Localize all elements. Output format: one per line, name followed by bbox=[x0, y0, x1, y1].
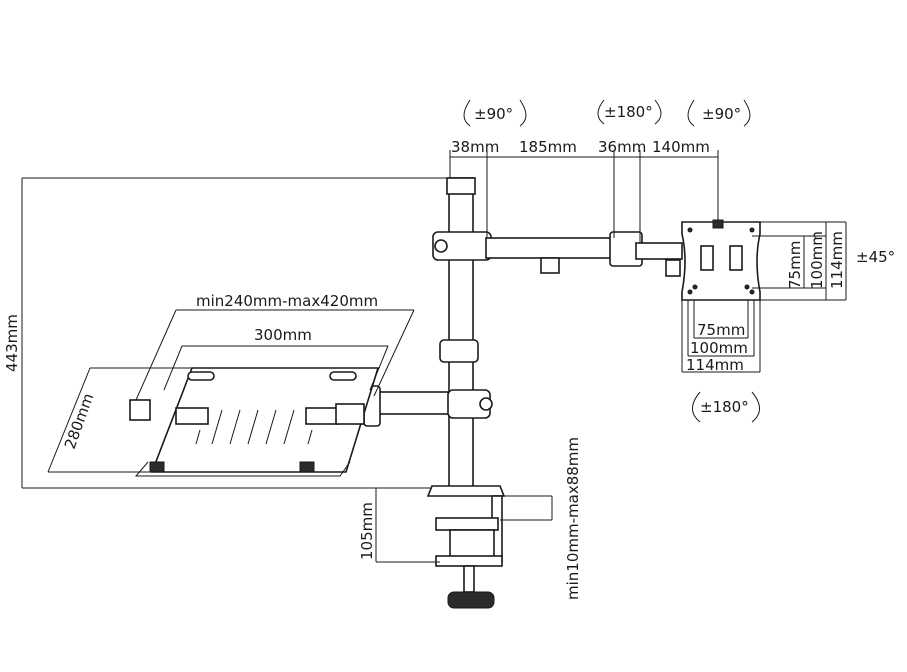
vesa-h-100: 100mm bbox=[690, 339, 748, 357]
rotation-arrow-icon bbox=[463, 99, 751, 127]
rotation-middle: ±180° bbox=[604, 103, 653, 121]
vesa-dimension-lines bbox=[681, 221, 847, 373]
rotation-arrow-icon bbox=[692, 391, 760, 423]
monitor-arm bbox=[432, 231, 683, 277]
height-dimension bbox=[21, 177, 450, 489]
clamp-height: 105mm bbox=[358, 502, 376, 560]
vesa-plate bbox=[681, 219, 761, 301]
desk-thickness-range: min10mm-max88mm bbox=[564, 437, 582, 600]
dim-38mm: 38mm bbox=[451, 138, 499, 156]
laptop-tray bbox=[129, 367, 380, 477]
plate-rotation-label: ±180° bbox=[700, 398, 749, 416]
vesa-v-114: 114mm bbox=[828, 231, 846, 289]
rotation-right: ±90° bbox=[702, 105, 741, 123]
desk-clamp bbox=[426, 485, 506, 609]
arm-dimension-lines bbox=[449, 150, 719, 243]
pole bbox=[439, 177, 479, 491]
dim-36mm: 36mm bbox=[598, 138, 646, 156]
vesa-h-75: 75mm bbox=[697, 321, 745, 339]
plate-tilt-label: ±45° bbox=[856, 248, 895, 266]
tray-dimension-lines bbox=[47, 309, 415, 473]
tray-width: 300mm bbox=[254, 326, 312, 344]
clamp-dimension-lines bbox=[375, 488, 553, 563]
rotation-left: ±90° bbox=[474, 105, 513, 123]
height-label: 443mm bbox=[3, 314, 21, 372]
laptop-arm bbox=[363, 385, 493, 427]
vesa-v-100: 100mm bbox=[808, 231, 826, 289]
vesa-h-114: 114mm bbox=[686, 356, 744, 374]
tray-depth: 280mm bbox=[61, 391, 98, 452]
tray-width-range: min240mm-max420mm bbox=[196, 292, 378, 310]
dim-185mm: 185mm bbox=[519, 138, 577, 156]
vesa-v-75: 75mm bbox=[786, 241, 804, 289]
dim-140mm: 140mm bbox=[652, 138, 710, 156]
